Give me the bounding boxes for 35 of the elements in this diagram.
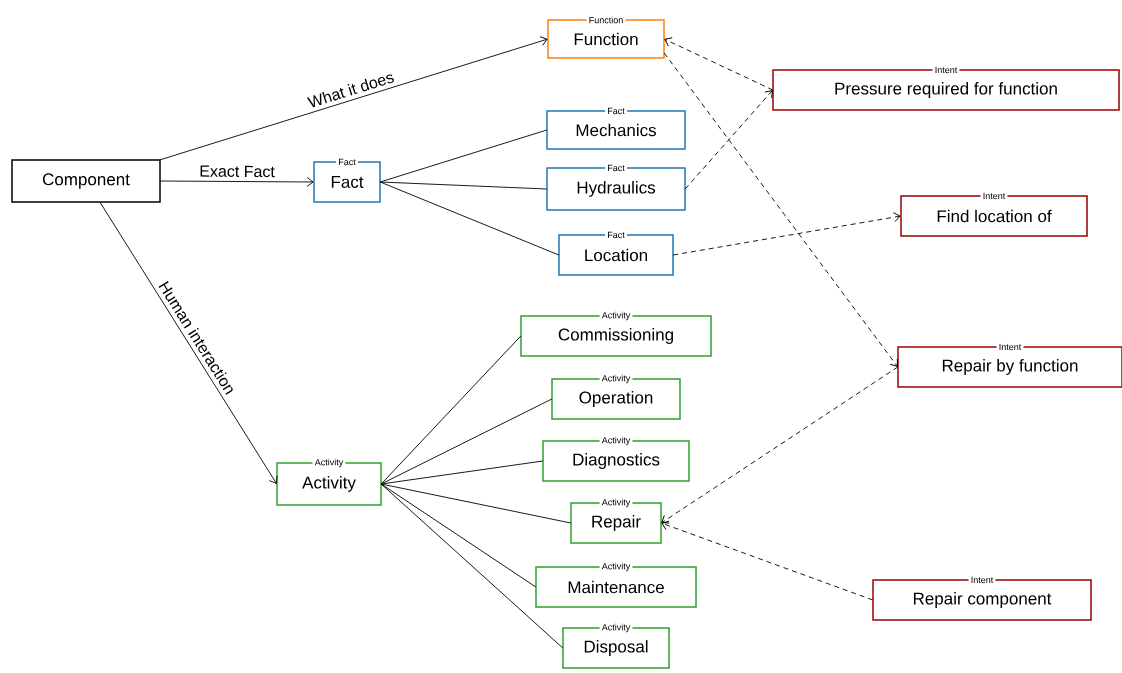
edge-label: Exact Fact bbox=[200, 165, 275, 178]
dashed-connector bbox=[663, 52, 898, 367]
arrow bbox=[159, 36, 548, 161]
connector-line bbox=[380, 398, 553, 485]
concept-box: Activity Commissioning bbox=[520, 311, 712, 357]
arrow bbox=[99, 201, 278, 484]
concept-box: Fact Fact bbox=[313, 158, 381, 203]
connector-line bbox=[379, 181, 560, 256]
dashed-connector bbox=[672, 212, 901, 256]
arrow bbox=[159, 177, 314, 187]
dashed-connector bbox=[661, 366, 899, 524]
concept-box: Fact Location bbox=[558, 231, 674, 276]
concept-box: Activity Repair bbox=[570, 498, 662, 544]
concept-box: Activity Operation bbox=[551, 374, 681, 420]
edge-label: What it does bbox=[306, 74, 394, 108]
connector-line bbox=[379, 181, 548, 190]
concept-box: Fact Mechanics bbox=[546, 107, 686, 150]
connector-line bbox=[380, 460, 544, 485]
concept-box: Activity Disposal bbox=[562, 623, 670, 669]
dashed-connector bbox=[661, 520, 874, 601]
dashed-connector bbox=[664, 37, 774, 91]
concept-box: Fact Hydraulics bbox=[546, 164, 686, 211]
intent-box: Intent Repair component bbox=[872, 576, 1092, 621]
connector-line bbox=[380, 483, 572, 524]
intent-box: Intent Pressure required for function bbox=[772, 66, 1120, 111]
intent-box: Intent Repair by function bbox=[897, 343, 1122, 388]
concept-box: Component bbox=[11, 159, 161, 203]
concept-box: Activity Diagnostics bbox=[542, 436, 690, 482]
concept-box: Function Function bbox=[547, 16, 665, 59]
concept-box: Activity Maintenance bbox=[535, 562, 697, 608]
intent-box: Intent Find location of bbox=[900, 192, 1088, 237]
dashed-connector bbox=[684, 90, 773, 190]
concept-box: Activity Activity bbox=[276, 458, 382, 506]
connector-line bbox=[380, 335, 522, 485]
connector-line bbox=[380, 483, 564, 649]
